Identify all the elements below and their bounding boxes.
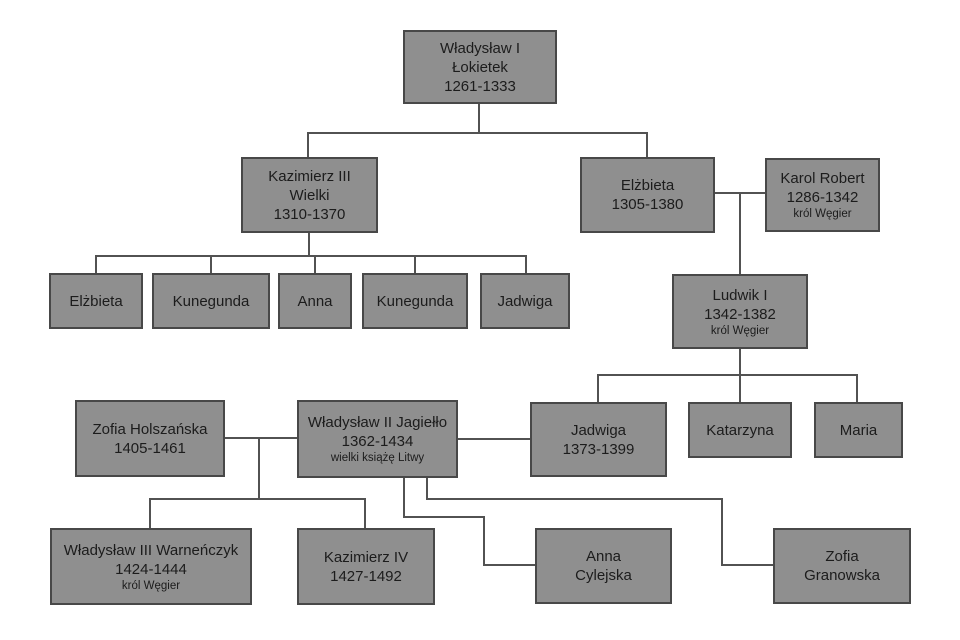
- connector: [403, 516, 485, 518]
- connector: [739, 349, 741, 375]
- node-wladyslaw-iii-warnenczyk: Władysław III Warneńczyk 1424-1444 król …: [50, 528, 252, 605]
- person-name: Zofia: [825, 548, 859, 565]
- connector: [646, 132, 648, 157]
- connector: [483, 516, 485, 566]
- person-name: Władysław II Jagiełło: [307, 414, 448, 431]
- person-dates: 1427-1492: [330, 567, 402, 585]
- person-name-line2: Granowska: [804, 567, 880, 584]
- node-ludwik-i: Ludwik I 1342-1382 król Węgier: [672, 274, 808, 349]
- person-name: Ludwik I: [712, 286, 768, 304]
- person-dates: 1310-1370: [273, 205, 346, 223]
- node-kunegunda-1: Kunegunda: [152, 273, 270, 329]
- node-jadwiga-queen: Jadwiga 1373-1399: [530, 402, 667, 477]
- node-kazimierz-iii-wielki: Kazimierz III Wielki 1310-1370: [241, 157, 378, 233]
- node-jadwiga-daughter: Jadwiga: [480, 273, 570, 329]
- node-kunegunda-2: Kunegunda: [362, 273, 468, 329]
- node-karol-robert: Karol Robert 1286-1342 król Węgier: [765, 158, 880, 232]
- person-dates: 1261-1333: [444, 77, 516, 95]
- person-name: Maria: [839, 421, 878, 439]
- node-kazimierz-iv: Kazimierz IV 1427-1492: [297, 528, 435, 605]
- connector: [483, 564, 535, 566]
- connector: [95, 255, 97, 273]
- person-dates: 1342-1382: [704, 305, 776, 323]
- connector: [210, 255, 212, 273]
- node-elzbieta-daughter: Elżbieta: [49, 273, 143, 329]
- node-elzbieta-1305: Elżbieta 1305-1380: [580, 157, 715, 233]
- person-title: wielki książę Litwy: [330, 452, 425, 464]
- connector: [426, 478, 428, 500]
- person-name: Zofia Holszańska: [92, 420, 208, 438]
- connector: [856, 374, 858, 402]
- connector: [525, 255, 527, 273]
- person-name: Anna: [297, 292, 333, 310]
- connector: [403, 478, 405, 518]
- connector: [721, 498, 723, 566]
- connector: [458, 438, 530, 440]
- connector: [597, 374, 858, 376]
- person-name: Elżbieta: [620, 177, 675, 194]
- connector: [364, 498, 366, 528]
- connector: [478, 104, 480, 134]
- person-name: Władysław I: [439, 39, 521, 57]
- node-katarzyna: Katarzyna: [688, 402, 792, 458]
- person-dates: 1362-1434: [341, 433, 414, 450]
- person-dates: 1305-1380: [611, 196, 684, 213]
- connector: [426, 498, 723, 500]
- person-dates: 1373-1399: [562, 440, 635, 458]
- person-name: Kazimierz IV: [323, 548, 409, 566]
- connector: [149, 498, 366, 500]
- person-dates: 1286-1342: [786, 189, 859, 206]
- person-dates: 1424-1444: [115, 560, 187, 578]
- person-name-line2: Łokietek: [452, 58, 508, 76]
- person-dates: 1405-1461: [114, 439, 186, 457]
- person-name: Kunegunda: [172, 292, 250, 310]
- person-name: Katarzyna: [706, 421, 774, 439]
- person-name: Kunegunda: [376, 292, 454, 310]
- connector: [95, 255, 527, 257]
- connector: [739, 192, 741, 274]
- person-name: Władysław III Warneńczyk: [63, 541, 239, 559]
- node-zofia-granowska: Zofia Granowska: [773, 528, 911, 604]
- person-name: Jadwiga: [497, 292, 553, 310]
- node-anna-daughter: Anna: [278, 273, 352, 329]
- connector: [307, 132, 648, 134]
- connector: [314, 255, 316, 273]
- person-name: Karol Robert: [780, 170, 865, 187]
- person-name: Jadwiga: [570, 421, 627, 439]
- connector: [414, 255, 416, 273]
- person-name: Elżbieta: [69, 292, 123, 310]
- connector: [597, 374, 599, 402]
- person-name: Anna: [585, 548, 622, 565]
- connector: [258, 437, 260, 499]
- node-wladyslaw-ii-jagiello: Władysław II Jagiełło 1362-1434 wielki k…: [297, 400, 458, 478]
- connector: [739, 374, 741, 402]
- connector: [721, 564, 773, 566]
- connector: [149, 498, 151, 528]
- person-name-line2: Cylejska: [575, 567, 632, 584]
- node-zofia-holszanska: Zofia Holszańska 1405-1461: [75, 400, 225, 477]
- node-anna-cylejska: Anna Cylejska: [535, 528, 672, 604]
- person-name-line2: Wielki: [289, 186, 330, 204]
- person-title: król Węgier: [793, 208, 852, 220]
- person-name: Kazimierz III: [268, 167, 351, 185]
- node-maria: Maria: [814, 402, 903, 458]
- connector: [308, 233, 310, 256]
- connector: [225, 437, 297, 439]
- person-title: król Węgier: [710, 324, 770, 337]
- connector: [307, 132, 309, 157]
- node-wladyslaw-i-lokietek: Władysław I Łokietek 1261-1333: [403, 30, 557, 104]
- person-title: król Węgier: [121, 579, 181, 592]
